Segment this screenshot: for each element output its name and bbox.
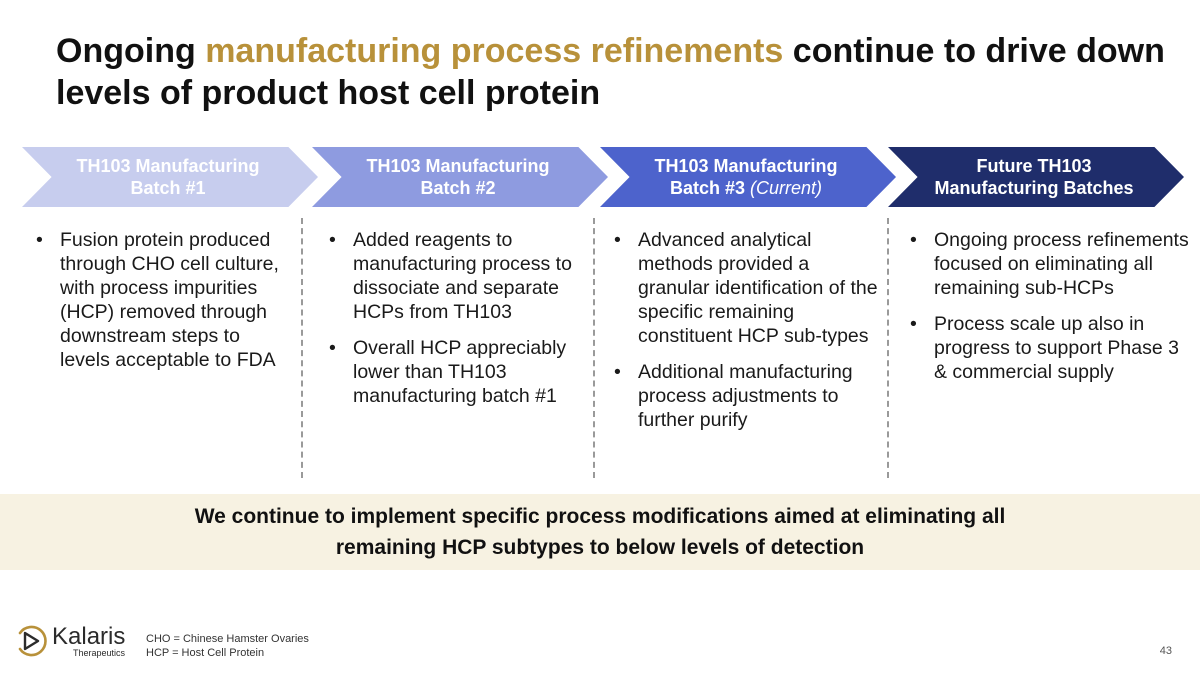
bullet-icon: •	[329, 229, 336, 251]
slide-title: Ongoing manufacturing process refinement…	[56, 30, 1166, 114]
list-item: • Process scale up also in progress to su…	[904, 312, 1190, 384]
step-future-batches: Future TH103 Manufacturing Batches	[888, 147, 1184, 207]
bullet-icon: •	[614, 229, 621, 251]
title-highlight: manufacturing process refinements	[205, 32, 784, 70]
bullet-text: Advanced analytical methods provided a g…	[638, 229, 878, 347]
step-batch-2-label: TH103 Manufacturing Batch #2	[366, 156, 550, 198]
step-future-batches-label: Future TH103 Manufacturing Batches	[934, 156, 1134, 198]
step-batch-3-current-tag: (Current)	[750, 178, 823, 198]
column-batch-1: • Fusion protein produced through CHO cel…	[30, 228, 292, 384]
conclusion-banner: We continue to implement specific proces…	[0, 494, 1200, 570]
bullet-text: Fusion protein produced through CHO cell…	[60, 229, 279, 371]
bullet-icon: •	[36, 229, 43, 251]
step-batch-3-text: TH103 Manufacturing Batch #3 (Current)	[630, 155, 862, 199]
list-item: • Additional manufacturing process adjust…	[608, 360, 880, 432]
footnote-cho: CHO = Chinese Hamster Ovaries	[146, 633, 309, 645]
bullet-text: Overall HCP appreciably lower than TH103…	[353, 337, 567, 407]
bullet-text: Additional manufacturing process adjustm…	[638, 361, 853, 431]
process-steps: TH103 Manufacturing Batch #1 TH103 Manuf…	[22, 147, 1192, 207]
logo-subtitle: Therapeutics	[73, 648, 126, 658]
column-future: • Ongoing process refinements focused on …	[904, 228, 1190, 396]
title-part-1: Ongoing	[56, 32, 206, 70]
bullet-icon: •	[910, 229, 917, 251]
step-batch-2: TH103 Manufacturing Batch #2	[312, 147, 608, 207]
column-batch-3: • Advanced analytical methods provided a …	[608, 228, 880, 444]
bullet-text: Ongoing process refinements focused on e…	[934, 229, 1189, 299]
step-batch-3: TH103 Manufacturing Batch #3 (Current)	[600, 147, 896, 207]
list-item: • Ongoing process refinements focused on …	[904, 228, 1190, 300]
bullet-icon: •	[329, 337, 336, 359]
step-batch-1-label: TH103 Manufacturing Batch #1	[76, 156, 260, 198]
column-divider	[593, 218, 595, 478]
logo-name: Kalaris	[52, 623, 126, 650]
step-batch-1: TH103 Manufacturing Batch #1	[22, 147, 318, 207]
column-divider	[301, 218, 303, 478]
company-logo: Kalaris Therapeutics	[16, 623, 126, 660]
page-number: 43	[1159, 645, 1172, 657]
kalaris-logo-icon	[18, 625, 47, 657]
column-divider	[887, 218, 889, 478]
step-batch-3-label: TH103 Manufacturing Batch #3	[654, 156, 838, 198]
bullet-icon: •	[614, 361, 621, 383]
list-item: • Overall HCP appreciably lower than TH10…	[323, 336, 585, 408]
conclusion-text: We continue to implement specific proces…	[194, 505, 1006, 559]
list-item: • Added reagents to manufacturing process…	[323, 228, 585, 324]
list-item: • Fusion protein produced through CHO cel…	[30, 228, 292, 372]
title-part-2: continue to drive down levels of product…	[56, 32, 1165, 112]
column-batch-2: • Added reagents to manufacturing process…	[323, 228, 585, 420]
list-item: • Advanced analytical methods provided a …	[608, 228, 880, 348]
bullet-text: Added reagents to manufacturing process …	[353, 229, 572, 323]
footnote-hcp: HCP = Host Cell Protein	[146, 647, 265, 659]
bullet-text: Process scale up also in progress to sup…	[934, 313, 1179, 383]
bullet-icon: •	[910, 313, 917, 335]
footnotes: CHO = Chinese Hamster Ovaries HCP = Host…	[146, 632, 309, 660]
